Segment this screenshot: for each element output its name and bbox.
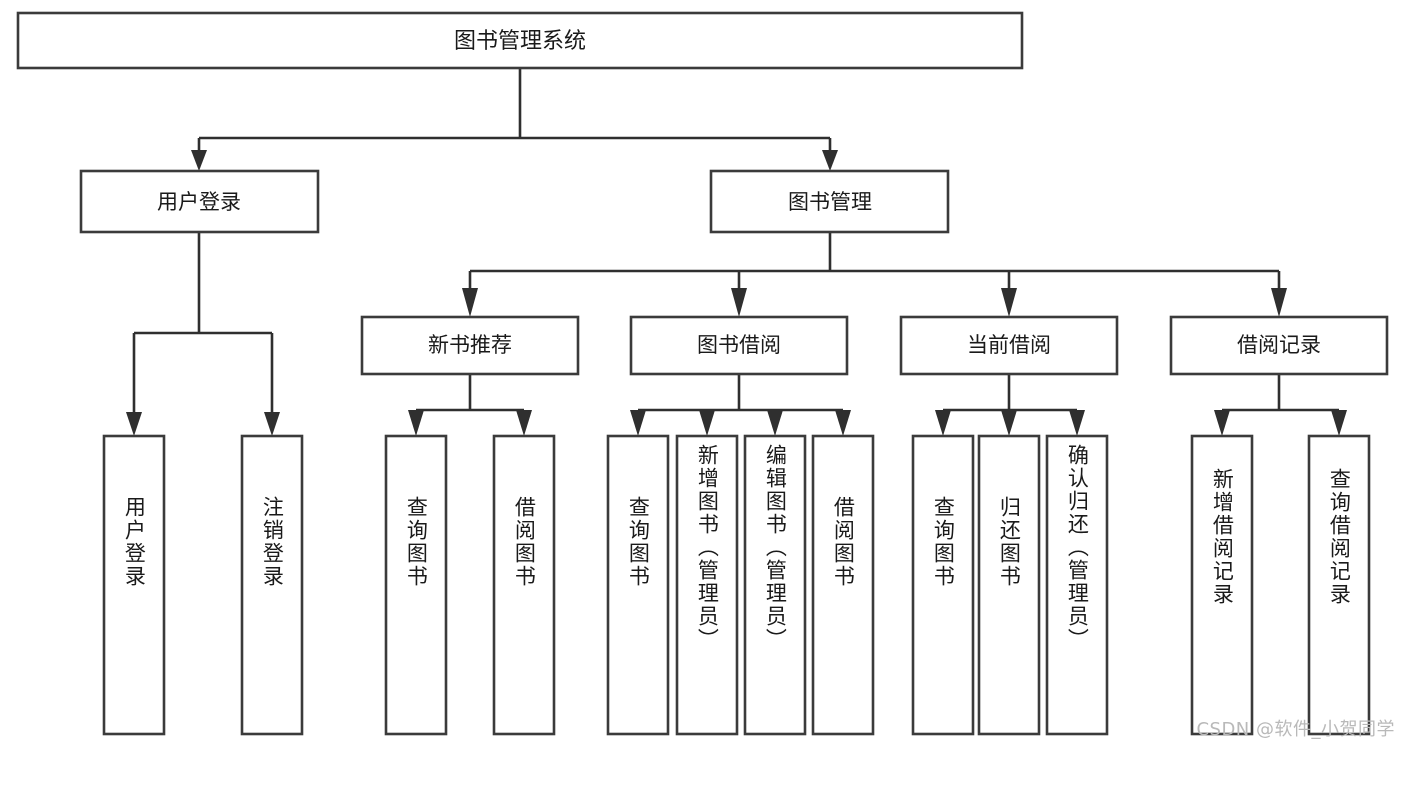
- node-user-login-label: 用户登录: [157, 190, 241, 214]
- arrow-head-leaf-borrow-records-1: [1214, 410, 1230, 436]
- arrow-head-leaf-new-book-2: [516, 410, 532, 436]
- leaf-box-current-borrow-1[interactable]: [911, 434, 975, 736]
- node-new-book-recommend[interactable]: 新书推荐: [360, 315, 580, 376]
- arrow-head-leaf-current-borrow-3: [1069, 410, 1085, 436]
- node-new-book-recommend-label: 新书推荐: [428, 333, 512, 357]
- leaf-box-book-borrow-3[interactable]: [743, 434, 807, 736]
- arrow-head-borrow-records: [1271, 288, 1287, 317]
- node-new-book-recommend-box[interactable]: [360, 315, 580, 376]
- arrow-head-leaf-new-book-1: [408, 410, 424, 436]
- node-book-manage-box[interactable]: [709, 169, 950, 234]
- arrow-head-leaf-user-login-1: [126, 412, 142, 436]
- node-root-label: 图书管理系统: [454, 29, 586, 54]
- node-borrow-records-box[interactable]: [1169, 315, 1389, 376]
- leaf-box-user-login-1[interactable]: [102, 434, 166, 736]
- arrow-head-book-borrow: [731, 288, 747, 317]
- diagram-svg: 图书管理系统 用户登录 图书管理 新书推荐 图书借阅 当前借阅 借阅记录: [16, 11, 1389, 736]
- node-current-borrow[interactable]: 当前借阅: [899, 315, 1119, 376]
- leaf-box-borrow-records-1[interactable]: [1190, 434, 1254, 736]
- leaf-box-book-borrow-2[interactable]: [675, 434, 739, 736]
- node-borrow-records-label: 借阅记录: [1237, 333, 1321, 357]
- arrow-head-book-manage: [822, 150, 838, 171]
- leaf-box-borrow-records-2[interactable]: [1307, 434, 1371, 736]
- arrow-head-leaf-borrow-records-2: [1331, 410, 1347, 436]
- node-book-borrow[interactable]: 图书借阅: [629, 315, 849, 376]
- node-borrow-records[interactable]: 借阅记录: [1169, 315, 1389, 376]
- node-user-login[interactable]: 用户登录: [79, 169, 320, 234]
- arrow-head-leaf-current-borrow-1: [935, 410, 951, 436]
- leaf-box-book-borrow-1[interactable]: [606, 434, 670, 736]
- leaf-box-current-borrow-2[interactable]: [977, 434, 1041, 736]
- node-book-borrow-label: 图书借阅: [697, 333, 781, 357]
- node-book-borrow-box[interactable]: [629, 315, 849, 376]
- node-book-manage-label: 图书管理: [788, 190, 872, 214]
- arrow-head-leaf-book-borrow-1: [630, 410, 646, 436]
- node-current-borrow-label: 当前借阅: [967, 333, 1051, 357]
- node-root-box[interactable]: [16, 11, 1024, 70]
- arrow-head-leaf-user-login-2: [264, 412, 280, 436]
- leaf-box-new-book-2[interactable]: [492, 434, 556, 736]
- node-book-manage[interactable]: 图书管理: [709, 169, 950, 234]
- arrow-head-leaf-book-borrow-4: [835, 410, 851, 436]
- leaf-box-new-book-1[interactable]: [384, 434, 448, 736]
- arrow-head-leaf-book-borrow-2: [699, 410, 715, 436]
- leaf-box-user-login-2[interactable]: [240, 434, 304, 736]
- connector-layer: [126, 68, 1347, 436]
- arrow-head-leaf-book-borrow-3: [767, 410, 783, 436]
- diagram-canvas: 图书管理系统 用户登录 图书管理 新书推荐 图书借阅 当前借阅 借阅记录: [16, 11, 1395, 740]
- leaf-box-current-borrow-3[interactable]: [1045, 434, 1109, 736]
- arrow-head-leaf-current-borrow-2: [1001, 410, 1017, 436]
- arrow-head-current-borrow: [1001, 288, 1017, 317]
- arrow-head-new-book: [462, 288, 478, 317]
- leaf-box-book-borrow-4[interactable]: [811, 434, 875, 736]
- node-root[interactable]: 图书管理系统: [16, 11, 1024, 70]
- node-current-borrow-box[interactable]: [899, 315, 1119, 376]
- node-user-login-box[interactable]: [79, 169, 320, 234]
- arrow-head-user-login: [191, 150, 207, 171]
